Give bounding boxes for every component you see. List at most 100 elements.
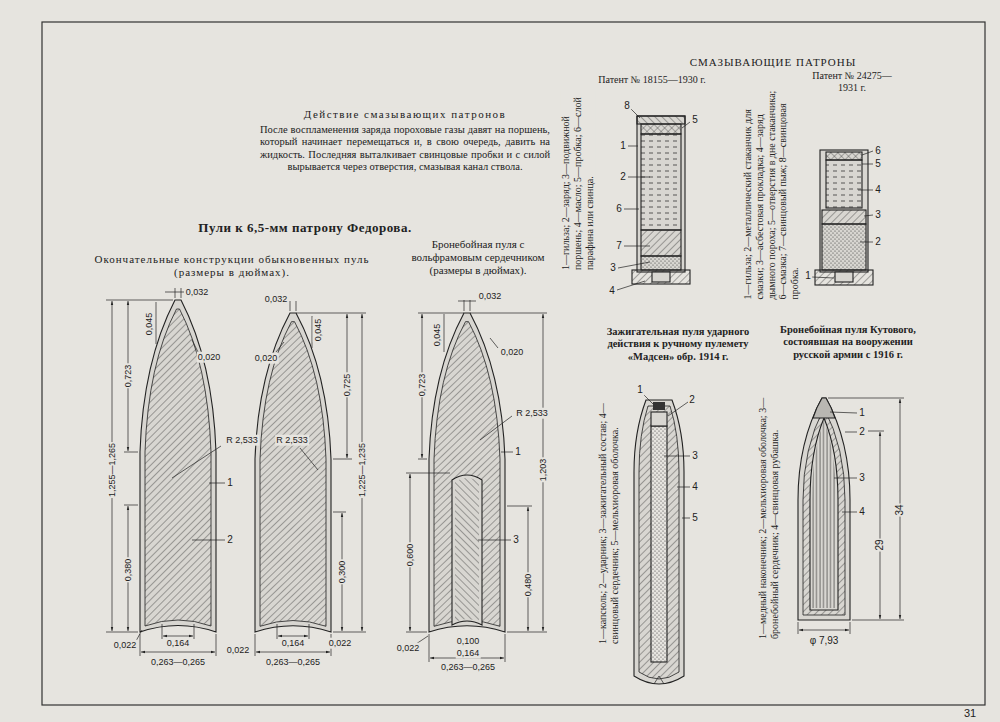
dimension-lines (278, 636, 308, 637)
bullet-drawing (803, 408, 845, 615)
dimension-label: 0,032 (264, 294, 289, 305)
bullet-core (452, 475, 482, 625)
dimension-label: 0,020 (254, 353, 279, 364)
lubricating-cartridge (652, 272, 670, 282)
callout-number: 3 (858, 472, 866, 484)
bullet-drawing (651, 412, 667, 426)
section-heading: Действие смазывающих патронов (303, 108, 507, 121)
page-number: 31 (963, 706, 977, 719)
caption-text: Бронебойная пуля Кутового, состоявшая на… (768, 324, 928, 361)
lubricating-cartridge (812, 151, 873, 278)
lubricating-cartridge (641, 124, 681, 134)
callout-number: 8 (623, 100, 631, 112)
callout-number: 4 (691, 481, 699, 493)
bullet-drawing (651, 426, 667, 662)
dimension-label: 1,203 (538, 458, 549, 483)
bullet-core (455, 478, 479, 622)
dimension-label: 0,032 (185, 287, 210, 298)
dimension-label: 0,263—0,265 (265, 657, 321, 668)
dimension-label: 0,723 (417, 373, 428, 398)
dimension-label: 0,022 (113, 640, 138, 651)
dimension-label: 0,022 (328, 638, 353, 649)
callout-number: 7 (615, 240, 623, 252)
dimension-lines (256, 652, 330, 653)
dimension-label: 0,263—0,265 (440, 662, 496, 673)
dimension-label: 0,022 (226, 645, 251, 656)
legend-text: 1—гильза; 2—заряд; 3—подвижной поршень; … (560, 91, 595, 271)
callout-number: 3 (609, 262, 617, 274)
legend-text: 1—медный наконечник; 2—мельхиоровая обол… (757, 390, 781, 640)
dimension-label: φ 7,93 (809, 635, 840, 647)
callout-number: 1 (804, 270, 812, 282)
lubricating-cartridge (641, 256, 681, 270)
dimension-label: 0,022 (396, 643, 421, 654)
callout-number: 1 (858, 407, 866, 419)
callout-number: 5 (874, 158, 882, 170)
callout-number: 2 (619, 171, 627, 183)
lubricating-cartridge (822, 210, 866, 224)
lubricating-cartridge (641, 230, 681, 256)
callout-number: 1 (514, 446, 522, 458)
bullet-drawing (813, 398, 835, 418)
lubricating-cartridge (826, 160, 862, 208)
dimension-label: 0,164 (166, 638, 191, 649)
patent-label: Патент № 18155—1930 г. (597, 74, 706, 86)
caption-text: Зажигательная пуля ударного действия к р… (598, 326, 758, 363)
lubricating-cartridge (826, 152, 862, 160)
dimension-label: 29 (874, 538, 886, 551)
lubricating-cartridge (617, 109, 690, 290)
dimension-label: 0,725 (342, 373, 353, 398)
bullet-drawing (639, 406, 679, 679)
bullet-drawing (798, 398, 904, 634)
bullet-drawing (140, 300, 216, 632)
dimension-lines (163, 636, 193, 637)
dimension-label: 0,020 (500, 347, 525, 358)
dimension-label: 0,020 (197, 352, 222, 363)
callout-number: 2 (858, 426, 866, 438)
bullet-drawing (644, 395, 690, 684)
bullet-drawing (140, 300, 216, 632)
bullet-drawing (434, 322, 500, 627)
lubricating-cartridge (637, 116, 685, 272)
note: После воспламенения заряда пороховые газ… (259, 124, 551, 174)
callout-number: 1 (226, 477, 234, 489)
bullet-drawing (651, 426, 667, 662)
lubricating-cartridge (637, 116, 685, 124)
dimension-label: 1,255—1,265 (107, 442, 118, 498)
dimension-label: 0,263—0,265 (150, 657, 206, 668)
dimension-lines (528, 507, 529, 631)
callout-number: 5 (691, 114, 699, 126)
dimension-lines (165, 292, 184, 293)
dimension-lines (106, 288, 225, 656)
lubricating-cartridge (835, 272, 853, 282)
dimension-label: R 2,533 (275, 435, 309, 446)
lubricating-cartridge (812, 150, 873, 285)
dimension-lines (106, 288, 225, 656)
bullet-drawing (429, 313, 505, 632)
dimension-label: 1,225—1,235 (357, 442, 368, 498)
bullet-drawing (810, 418, 838, 610)
lubricating-cartridge (632, 270, 690, 284)
section-heading: СМАЗЫВАЮЩИЕ ПАТРОНЫ (689, 56, 858, 69)
caption-text: Бронебойная пуля с вольфрамовым сердечни… (401, 238, 556, 277)
callout-number: 2 (688, 394, 696, 406)
bullet-drawing (880, 432, 881, 619)
dimension-lines (406, 300, 547, 662)
page-frame (42, 22, 985, 705)
dimension-label: R 2,533 (515, 408, 549, 419)
callout-number: 2 (226, 534, 234, 546)
bullet-drawing (634, 395, 690, 684)
callout-number: 2 (874, 236, 882, 248)
dimension-label: R 2,533 (225, 435, 259, 446)
dimension-label: 0,600 (405, 543, 416, 568)
dimension-label: 0,045 (144, 312, 155, 337)
caption-text: Окончательные конструкции обыкновенных п… (90, 253, 375, 279)
dimension-label: 0,100 (456, 636, 481, 647)
patent-label: Патент № 24275— 1931 г. (806, 70, 898, 94)
lubricating-cartridge (641, 134, 681, 230)
callout-number: 5 (691, 512, 699, 524)
lubricating-cartridge (822, 224, 866, 270)
bullet-drawing (799, 630, 849, 631)
legend-text: 1—гильза; 2—металлический стаканчик для … (742, 86, 801, 301)
